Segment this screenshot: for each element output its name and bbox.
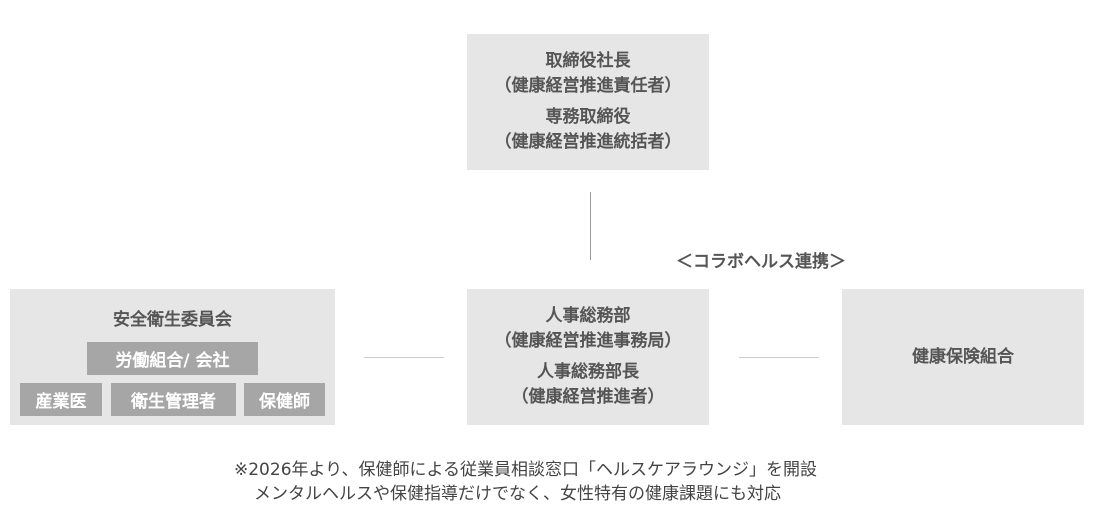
hr-department-box: 人事総務部 （健康経営推進事務局） 人事総務部長 （健康経営推進者） [467,289,709,425]
senior-director-title: 専務取締役 [545,107,631,127]
senior-director-role: （健康経営推進統括者） [494,132,682,152]
vertical-connector [590,192,591,260]
executive-title: 取締役社長 [545,51,631,71]
industrial-physician-tag: 産業医 [20,383,102,416]
hr-department-role: （健康経営推進事務局） [494,331,682,351]
right-connector [739,357,819,358]
executive-role: （健康経営推進責任者） [494,76,682,96]
health-insurance-title: 健康保険組合 [912,346,1014,367]
public-health-nurse-tag: 保健師 [244,383,325,416]
collab-health-label: ＜コラボヘルス連携＞ [676,252,846,272]
note-line-1: ※2026年より、保健師による従業員相談窓口「ヘルスケアラウンジ」を開設 [234,460,817,480]
hr-manager-title: 人事総務部長 [537,362,639,382]
note-line-2: メンタルヘルスや保健指導だけでなく、女性特有の健康課題にも対応 [254,484,781,504]
health-manager-tag: 衛生管理者 [111,383,236,416]
left-connector [364,357,444,358]
health-insurance-box: 健康保険組合 [842,289,1084,425]
union-company-tag: 労働組合/ 会社 [87,342,258,375]
hr-manager-role: （健康経営推進者） [511,387,665,407]
safety-committee-title: 安全衛生委員会 [113,310,232,330]
hr-department-title: 人事総務部 [545,306,631,326]
executive-box: 取締役社長 （健康経営推進責任者） 専務取締役 （健康経営推進統括者） [467,34,709,170]
